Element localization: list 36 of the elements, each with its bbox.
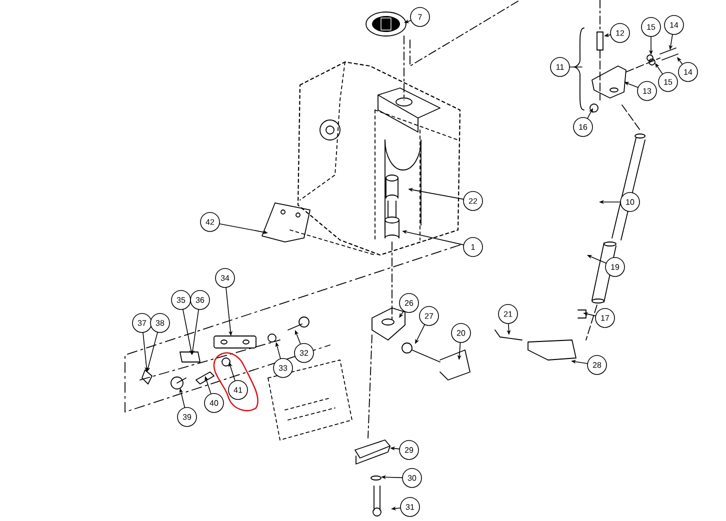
callout-number: 28 [587, 355, 607, 375]
callout-number: 13 [637, 81, 657, 101]
callout-number: 20 [451, 323, 471, 343]
callout-number: 15 [658, 72, 678, 92]
callout-number: 14 [678, 62, 698, 82]
callout-number: 1 [463, 237, 483, 257]
callout-number: 29 [399, 440, 419, 460]
callout-number: 40 [204, 393, 224, 413]
callout-number: 11 [550, 57, 570, 77]
callout-number: 34 [215, 268, 235, 288]
callout-number: 33 [273, 358, 293, 378]
callout-number: 32 [294, 343, 314, 363]
callout-number: 10 [620, 192, 640, 212]
callout-number: 26 [399, 293, 419, 313]
callout-number: 39 [177, 407, 197, 427]
callout-number: 41 [228, 380, 248, 400]
callout-number: 37 [132, 313, 152, 333]
callout-number: 38 [150, 313, 170, 333]
leader-line [677, 57, 683, 64]
callout-number: 7 [410, 7, 430, 27]
callout-number: 16 [573, 117, 593, 137]
callout-number: 12 [610, 23, 630, 43]
callout-number: 31 [400, 497, 420, 517]
callout-number: 35 [171, 290, 191, 310]
callout-number: 42 [200, 212, 220, 232]
callout-number: 14 [664, 15, 684, 35]
callout-number: 30 [402, 468, 422, 488]
callout-number: 36 [190, 290, 210, 310]
callout-number: 21 [498, 304, 518, 324]
callout-number: 15 [641, 17, 661, 37]
callout-number: 22 [463, 191, 483, 211]
leader-line [655, 63, 663, 74]
callout-number: 19 [605, 257, 625, 277]
callout-number: 17 [595, 308, 615, 328]
callout-number: 27 [419, 306, 439, 326]
leader-line [570, 66, 582, 68]
